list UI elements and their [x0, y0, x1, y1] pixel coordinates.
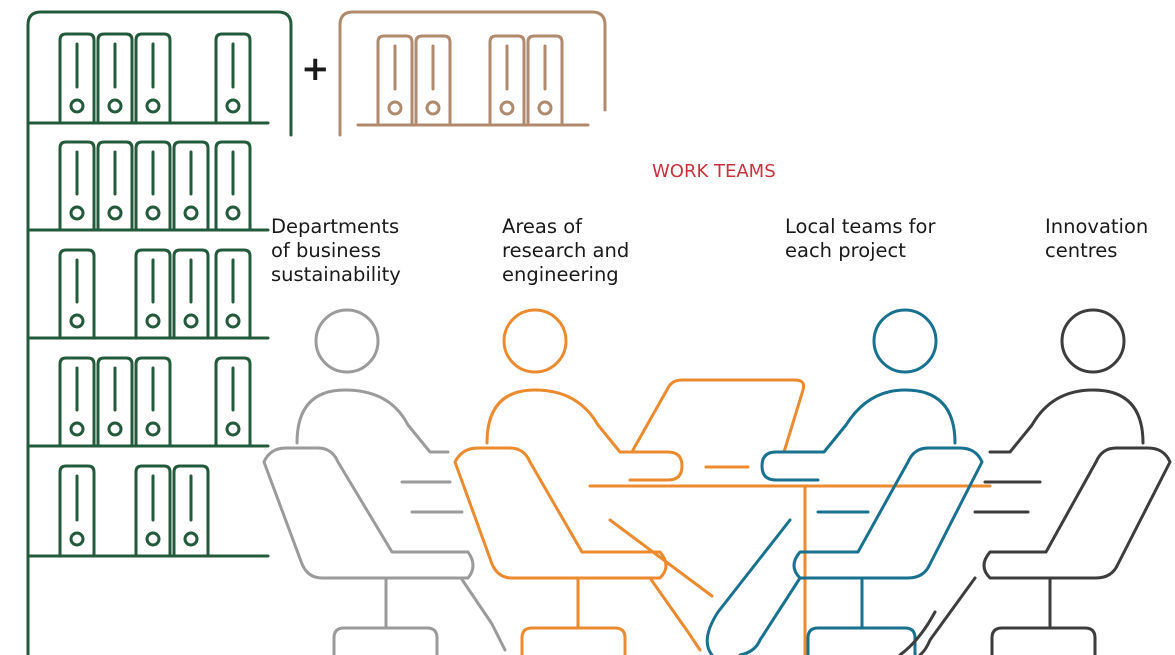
binder-icon [96, 32, 134, 125]
binder-icon [172, 248, 210, 340]
binder-icon [58, 356, 96, 448]
chair-icon [792, 446, 984, 580]
team-label-line: research and [502, 239, 630, 262]
binder-icon [58, 464, 96, 558]
team-label-line: centres [1045, 239, 1118, 262]
chair-icon [453, 446, 668, 580]
plus-sign: + [301, 49, 330, 89]
team-label-line: Departments [271, 215, 400, 238]
binder-icon [96, 140, 134, 232]
binder-icon [488, 34, 526, 127]
binder-icon [96, 356, 134, 448]
person-icon [262, 308, 507, 655]
binder-icon [134, 356, 172, 448]
bookshelf-frame [26, 10, 293, 655]
binder-icon [214, 248, 252, 340]
binder-icon [58, 32, 96, 125]
team-label-line: each project [785, 239, 906, 262]
team-label-line: engineering [502, 263, 619, 286]
team-label-local: Local teams for each project [785, 215, 936, 263]
team-label-line: of business [271, 239, 381, 262]
team-label-line: sustainability [271, 263, 401, 286]
binder-icon [134, 32, 172, 125]
table-icon [588, 465, 992, 655]
work-teams-title: WORK TEAMS [652, 161, 776, 182]
bookshelf-icon [26, 10, 293, 655]
binder-icon [58, 140, 96, 232]
binder-icon [414, 34, 452, 127]
team-label-innovation: Innovation centres [1045, 215, 1148, 263]
chair-icon [262, 446, 475, 580]
team-label-line: Innovation [1045, 215, 1149, 238]
binder-icon [214, 32, 252, 125]
binder-icon [58, 248, 96, 340]
team-label-research: Areas of research and engineering [502, 215, 629, 287]
team-label-line: Local teams for [785, 215, 936, 238]
binder-icon [134, 140, 172, 232]
chair-icon [982, 446, 1172, 580]
extra-bookshelf-icon [338, 10, 607, 137]
binder-icon [172, 464, 210, 558]
person-icon [705, 308, 984, 655]
binder-icon [134, 464, 172, 558]
binder-icon [214, 356, 252, 448]
binder-icon [172, 140, 210, 232]
binder-icon [376, 34, 414, 127]
person-icon [453, 308, 714, 655]
team-label-sustainability: Departments of business sustainability [271, 215, 401, 287]
person-icon [898, 308, 1172, 655]
binder-icon [526, 34, 564, 127]
binder-icon [134, 248, 172, 340]
laptop-icon [631, 378, 806, 454]
extra-shelf-frame [338, 10, 607, 137]
team-label-line: Areas of [502, 215, 583, 238]
binder-icon [214, 140, 252, 232]
